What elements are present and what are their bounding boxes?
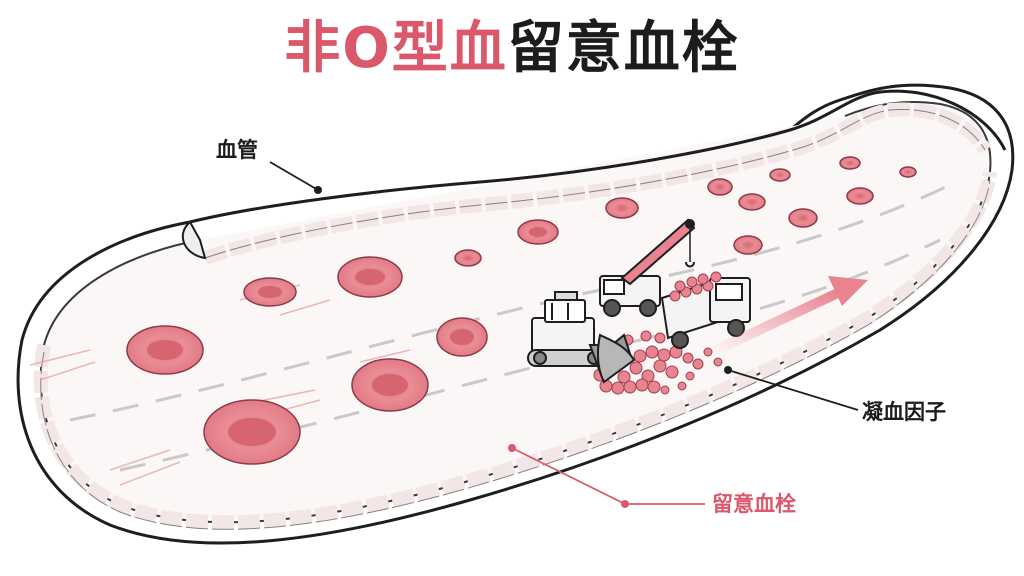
red-blood-cell-icon <box>769 168 791 182</box>
red-blood-cell-icon <box>899 166 917 178</box>
red-blood-cell-icon <box>337 256 403 298</box>
red-blood-cell-icon <box>203 399 301 465</box>
leader-clotting-factor <box>727 369 859 411</box>
red-blood-cell-icon <box>733 235 763 255</box>
red-blood-cell-icon <box>243 277 297 307</box>
vessel-upper-endothelium-outline <box>204 108 986 259</box>
red-blood-cell-icon <box>707 178 733 196</box>
flow-arrow-icon <box>709 276 868 357</box>
red-blood-cell-icon <box>351 358 429 412</box>
endothelium-outline-lower <box>40 178 991 530</box>
leader-lines <box>269 161 859 508</box>
red-blood-cell-icon <box>839 156 861 170</box>
label-clotting-factors: 凝血因子 <box>862 400 946 424</box>
red-blood-cell-icon <box>605 197 639 219</box>
vessel-upper-wall <box>189 89 1007 224</box>
vessel-cut-face <box>181 220 207 260</box>
leader-vessel <box>269 161 319 191</box>
clotting-factor-particles <box>593 330 723 395</box>
crane-truck-icon <box>599 218 696 317</box>
page-title: 非O型血留意血栓 <box>0 18 1024 80</box>
title-part-watch-thrombosis: 留意血栓 <box>507 16 740 81</box>
red-blood-cell-icon <box>454 249 482 267</box>
red-blood-cell-icon <box>788 208 818 228</box>
red-blood-cell-icon <box>517 219 559 245</box>
red-blood-cell-icon <box>846 187 874 205</box>
red-blood-cells <box>126 156 917 465</box>
red-blood-cell-icon <box>738 193 766 211</box>
dump-truck-icon <box>660 271 751 349</box>
red-blood-cell-icon <box>436 317 488 357</box>
bulldozer-icon <box>527 291 636 384</box>
label-thrombosis: 留意血栓 <box>712 492 796 516</box>
title-part-non-o-blood: 非O型血 <box>284 16 508 81</box>
endothelium-band-lower <box>33 170 997 530</box>
label-vessel: 血管 <box>216 138 258 162</box>
red-blood-cell-icon <box>126 325 204 375</box>
